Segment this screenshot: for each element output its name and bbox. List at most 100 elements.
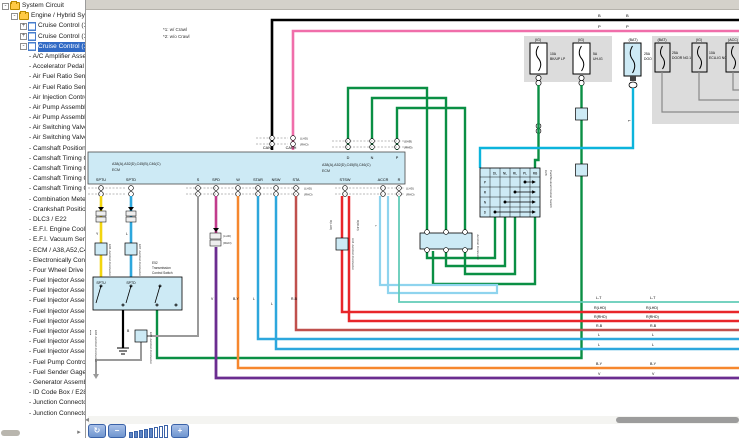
tree-item[interactable]: - Air Fuel Ratio Sens [0,83,85,93]
tree-item-label: - Generator Assembl [29,378,85,386]
tree-item-label: - Combination Meter [29,195,85,203]
tree-expander-icon[interactable]: + [20,33,27,41]
tree-item[interactable]: - Fuel Injector Assen [0,307,85,317]
svg-text:V: V [598,372,601,376]
svg-text:R-B: R-B [596,324,603,328]
svg-text:SPTU: SPTU [96,281,106,285]
svg-text:DOOR NO.1: DOOR NO.1 [672,56,691,60]
tree-expander-icon[interactable]: - [11,12,18,20]
svg-text:10A: 10A [709,51,716,55]
tree-item[interactable]: - Camshaft Timing O [0,184,85,194]
tree-item[interactable]: - Generator Assembl [0,378,85,388]
fuse-bottom-connectors [535,75,585,134]
pin-sptu: SPTU [96,178,106,182]
svg-text:C28: C28 [544,170,548,176]
tree-item[interactable]: - Air Switching Valve [0,133,85,143]
tcs-block: E52 Transmission Control Switch SPTU SPT… [92,261,183,311]
tree-item[interactable]: - Fuel Pump Control [0,358,85,368]
tree-item[interactable]: - Cruise Control (1U [0,41,85,52]
scroll-left-arrow-icon[interactable]: ◂ [85,415,90,424]
tree-item-label: - Air Switching Valve [29,124,85,132]
tree-item-label: - Fuel Injector Assen [29,277,85,285]
svg-text:E06 Junction Connector: E06 Junction Connector [108,244,112,276]
pin-canl: CANL [263,146,273,150]
tree-expander-icon[interactable]: + [20,22,27,30]
tree-item[interactable]: - Engine / Hybrid Syst [0,11,85,21]
wire-canl-black: B B [270,13,739,150]
svg-text:10A: 10A [550,52,557,56]
zoom-in-icon[interactable]: + [171,424,189,438]
tree-item[interactable]: - ID Code Box / E28 [0,388,85,398]
tree-item[interactable]: - Camshaft Timing O [0,164,85,174]
tree-item[interactable]: - Camshaft Timing O [0,174,85,184]
diagram-hscrollbar[interactable]: ◂ [85,415,739,424]
tree-item[interactable]: - Air Injection Contro [0,93,85,103]
tree-item[interactable]: - ECM / A38,A52,C45 [0,246,85,256]
tree-item[interactable]: - Electronically Contr [0,256,85,266]
tree-item[interactable]: - DLC3 / E22 [0,215,85,225]
sidebar-hscroll-thumb[interactable] [1,430,20,436]
svg-text:B: B [127,329,130,333]
tree-item-label: - Fuel Injector Assen [29,297,85,305]
tree-item[interactable]: - Fuel Injector Assen [0,276,85,286]
pin-p: P [396,156,399,160]
svg-text:L: L [253,297,255,301]
tree-item[interactable]: - Combination Meter [0,195,85,205]
tree-item[interactable]: - Four Wheel Drive C [0,266,85,276]
tree-item[interactable]: - System Circuit [0,1,85,11]
tree-item[interactable]: + Cruise Control (10 [0,32,85,42]
tree-item[interactable]: - Air Pump Assembly [0,103,85,113]
tree-item[interactable]: - Fuel Injector Assen [0,327,85,337]
tree-item[interactable]: - Junction Connector [0,409,85,419]
tree-expander-icon[interactable]: - [20,43,27,51]
tree-item[interactable]: - A/C Amplifier Asser [0,52,85,62]
refresh-icon[interactable]: ↻ [88,424,106,438]
svg-text:NL: NL [503,172,507,176]
tree-item[interactable]: - Air Fuel Ratio Sens [0,72,85,82]
tree-item[interactable]: - Fuel Injector Assen [0,317,85,327]
svg-text:RB: RB [533,172,538,176]
tree-item-label: - Fuel Injector Assen [29,287,85,295]
svg-text:RL: RL [513,172,517,176]
document-icon [28,21,36,31]
ecm-block: A38(A),A52(D),C45(B),C46(C) ECM A38(A),A… [87,146,406,185]
tree-item[interactable]: - Crankshaft Position [0,205,85,215]
svg-text:R: R [484,191,487,195]
fuse-panel-a: (IG) 10A BK/UP LP (IG) 5A UH-IG [524,36,612,82]
tree-item[interactable]: - Accelerator Pedal S [0,62,85,72]
tree-item[interactable]: - Air Pump Assembly [0,113,85,123]
zoom-toolbar: ↻ − + [88,424,189,438]
zoom-level-indicator[interactable] [129,425,168,438]
tree-item-label: - Camshaft Timing O [29,175,85,183]
tree-item[interactable]: - Fuel Injector Assen [0,296,85,306]
tree-item[interactable]: - E.F.I. Engine Coolar [0,225,85,235]
tree-item[interactable]: - Air Switching Valve [0,123,85,133]
tree-item[interactable]: - Camshaft Position S [0,144,85,154]
zoom-out-icon[interactable]: − [108,424,126,438]
tree-item[interactable]: - Fuel Injector Assen [0,347,85,357]
svg-text:(LHD): (LHD) [406,187,414,191]
tree-expander-icon[interactable]: - [2,2,9,10]
svg-text:R(LHD): R(LHD) [329,220,333,230]
svg-text:DL: DL [493,172,497,176]
tree-item[interactable]: - Fuel Sender Gage A [0,368,85,378]
wire-cyan-fuse3: L [478,88,635,168]
system-circuit-tree-panel: - System Circuit - Engine / Hybrid Syst … [0,0,86,438]
svg-text:Park/Neutral Position Switch: Park/Neutral Position Switch [549,170,553,208]
pin-n: N [371,156,374,160]
tree-item[interactable]: + Cruise Control (10 [0,21,85,31]
diagram-hscroll-thumb[interactable] [616,417,739,423]
tree-item[interactable]: - Fuel Injector Assen [0,286,85,296]
tree-item-label: - Junction Connector [29,409,85,417]
svg-text:L: L [652,343,654,347]
wire-green-d [346,86,429,231]
document-icon [28,42,36,52]
sidebar-scroll-right-arrow-icon[interactable]: ▸ [77,429,81,436]
tree-item[interactable]: - E.F.I. Vacuum Sens [0,235,85,245]
svg-text:(RHD): (RHD) [404,146,413,150]
tree-item[interactable]: - Junction Connector [0,398,85,408]
tree-item[interactable]: - Fuel Injector Assen [0,337,85,347]
tree-item[interactable]: - Camshaft Timing O [0,154,85,164]
svg-text:BK/UP LP: BK/UP LP [550,57,566,61]
